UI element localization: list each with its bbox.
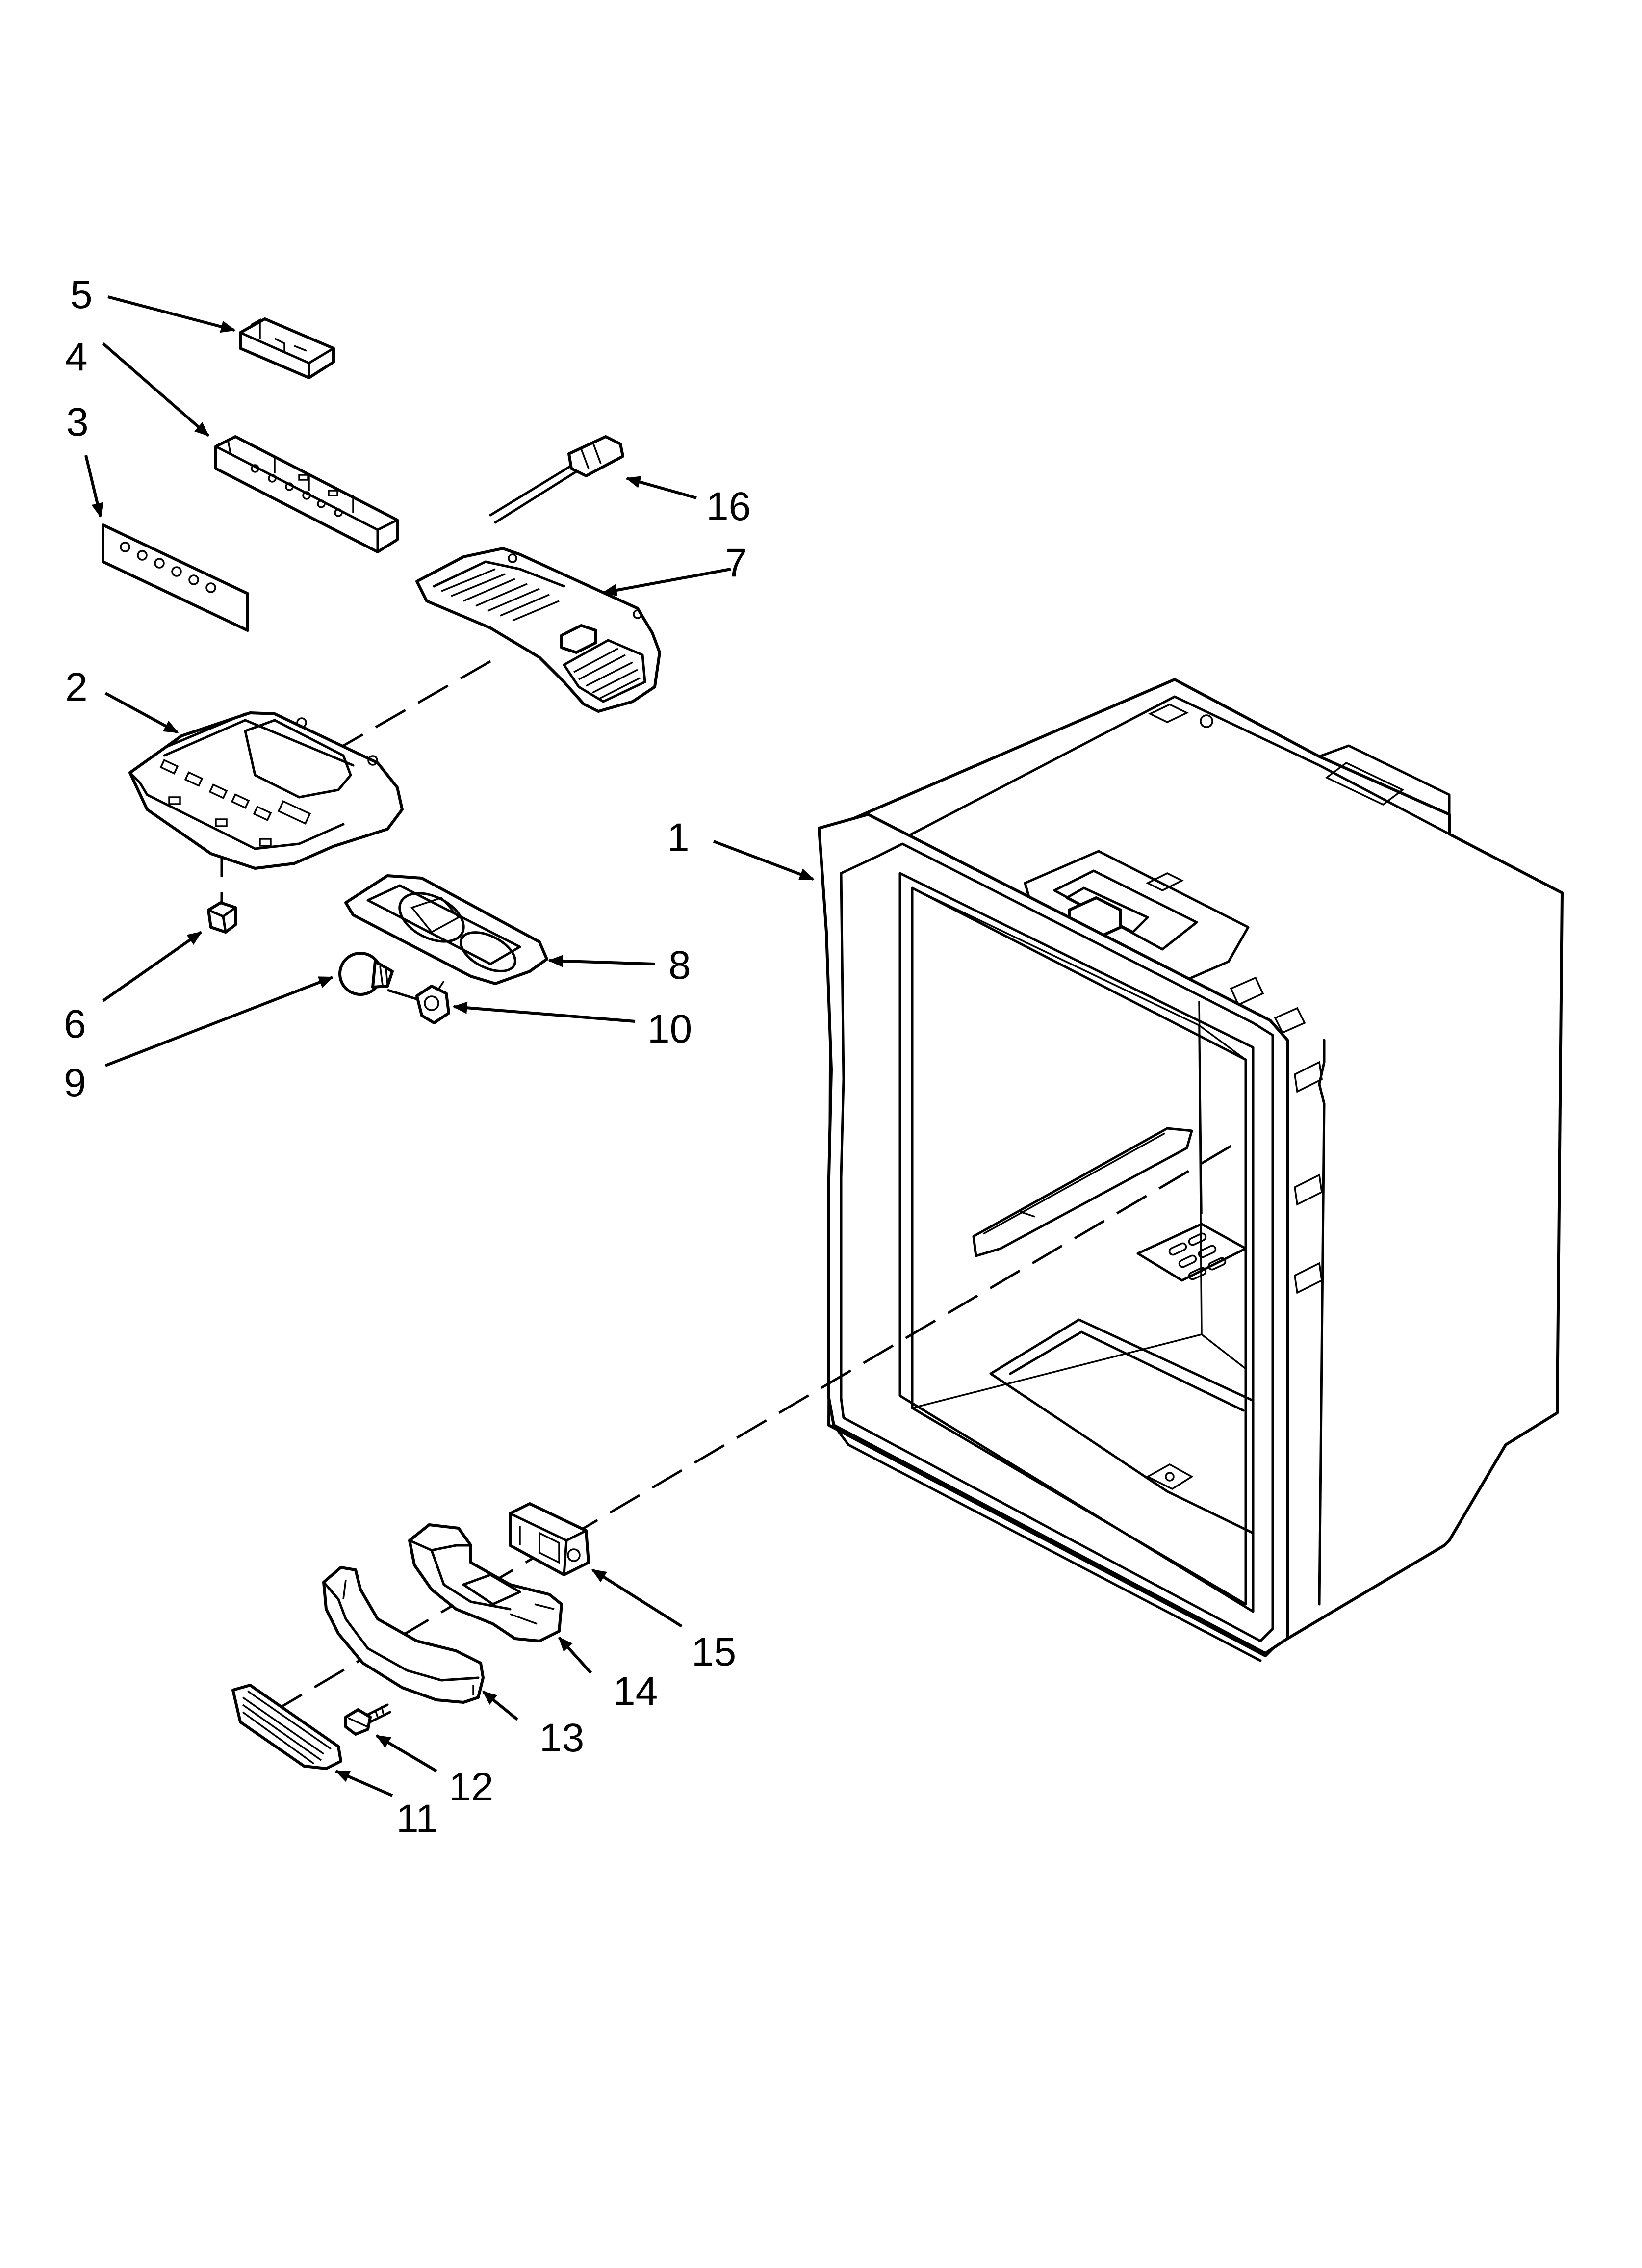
part-9-bulb [338,952,394,996]
leader-14 [558,1636,592,1674]
part-13 [322,1566,485,1704]
leader-16 [625,476,697,499]
part-15 [509,1502,590,1576]
leader-11 [334,1770,393,1797]
callout-16: 16 [706,484,751,529]
callout-5: 5 [70,272,93,317]
callout-7: 7 [725,541,747,585]
part-3 [102,523,249,632]
leader-3 [84,455,103,518]
callout-2: 2 [65,665,88,709]
part-10-socket [415,981,450,1024]
part-7 [415,547,661,713]
assembly-line-9-10 [387,989,420,1001]
callout-11: 11 [396,1797,438,1841]
part-5 [239,317,335,379]
callout-4: 4 [65,335,88,379]
leader-13 [482,1690,518,1721]
part-16 [489,435,624,524]
leader-6 [102,931,203,1002]
leader-15 [591,1568,683,1628]
callout-9: 9 [64,1061,86,1105]
part-11 [231,1684,342,1770]
assembly-line-11-15 [271,1142,1237,1714]
part-14 [408,1523,563,1642]
leader-10 [452,1001,636,1023]
leader-5 [107,295,236,333]
part-1-liner [818,678,1564,1662]
leader-2 [104,692,179,734]
callout-6: 6 [64,1002,86,1046]
leader-1 [713,840,815,881]
callout-3: 3 [66,400,89,444]
leader-9 [104,976,334,1067]
assembly-line-7-2 [342,660,491,747]
leader-lines [84,295,815,1797]
vent-holes [1168,1232,1227,1280]
part-4 [214,435,399,553]
callout-13: 13 [539,1716,584,1760]
part-8 [344,874,548,985]
callout-1: 1 [667,815,690,860]
part-12-screw [344,1703,391,1736]
leader-12 [375,1734,437,1773]
part-2 [128,711,404,870]
part-6 [207,901,237,934]
leader-8 [548,955,655,967]
callout-14: 14 [613,1669,658,1714]
leader-7 [602,568,731,597]
callout-15: 15 [692,1630,736,1674]
callout-8: 8 [668,943,691,988]
callout-10: 10 [647,1007,692,1051]
callout-labels: 1 2 3 4 5 6 7 8 9 10 11 12 13 14 15 16 [64,272,751,1841]
leader-4 [102,342,209,437]
callout-12: 12 [449,1765,493,1809]
